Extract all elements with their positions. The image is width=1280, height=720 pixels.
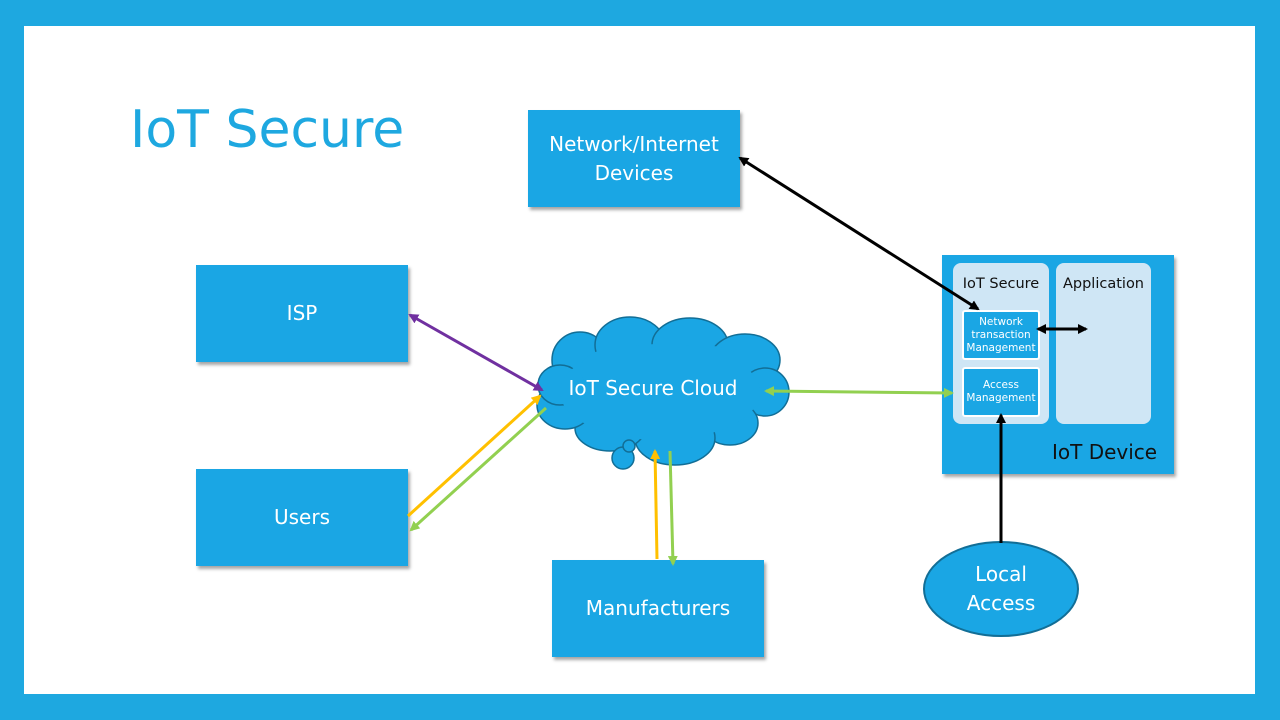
- slide-title: IoT Secure: [130, 100, 405, 160]
- application-panel-label: Application: [1062, 276, 1145, 292]
- arrow-cloud-to-users: [409, 406, 548, 532]
- iot-device-label: IoT Device: [1052, 440, 1158, 464]
- network-mgmt-line2: transaction: [971, 328, 1031, 341]
- arrow-isp-to-cloud: [408, 313, 544, 392]
- users-label: Users: [273, 505, 330, 529]
- access-mgmt-line2: Management: [966, 392, 1036, 404]
- isp-label: ISP: [286, 301, 318, 325]
- access-management-box: Access Management: [962, 367, 1040, 417]
- local-access-line2: Access: [966, 591, 1036, 615]
- application-panel: [1056, 263, 1151, 424]
- network-devices-line2: Devices: [594, 160, 674, 185]
- arrow-cloud-to-manufacturers: [667, 450, 678, 566]
- arrow-manufacturers-to-cloud: [650, 449, 661, 560]
- network-devices-line1: Network/Internet: [549, 131, 719, 156]
- iot-secure-panel-label: IoT Secure: [962, 276, 1040, 292]
- local-access-ellipse: Local Access: [923, 541, 1079, 637]
- cloud-label: IoT Secure Cloud: [568, 376, 738, 400]
- manufacturers-label: Manufacturers: [585, 596, 731, 620]
- manufacturers-box: Manufacturers: [552, 560, 764, 657]
- network-mgmt-line3: Management: [966, 341, 1036, 354]
- access-mgmt-line1: Access: [983, 379, 1019, 391]
- arrow-cloud-to-iot-device: [764, 386, 954, 398]
- network-transaction-management-box: Network transaction Management: [962, 310, 1040, 360]
- arrow-network-devices-to-iot-secure: [738, 156, 980, 311]
- cloud-tail: [611, 439, 636, 470]
- arrow-users-to-cloud: [406, 394, 542, 518]
- network-mgmt-line1: Network: [979, 315, 1023, 328]
- isp-box: ISP: [196, 265, 408, 362]
- network-internet-devices-box: Network/Internet Devices: [528, 110, 740, 207]
- users-box: Users: [196, 469, 408, 566]
- local-access-line1: Local: [975, 562, 1027, 586]
